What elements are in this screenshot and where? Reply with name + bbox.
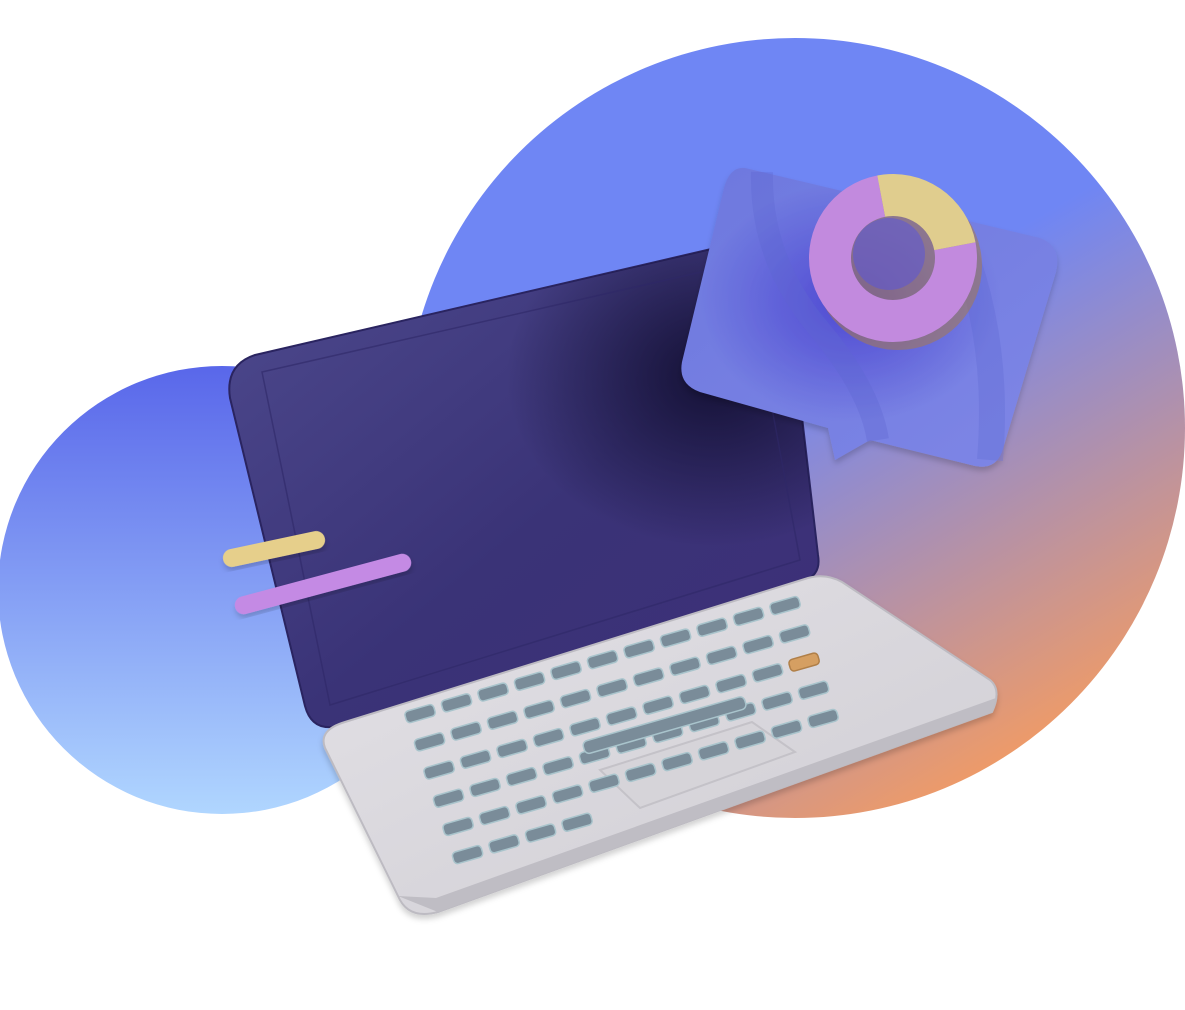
keyboard-key [440,693,473,713]
keyboard-key [524,823,557,843]
keyboard-key [505,766,538,787]
donut-slice [809,175,977,342]
keyboard-key [561,812,593,832]
keyboard-key [715,673,747,694]
spacebar-key [582,696,747,755]
keyboard-key [413,732,446,752]
keyboard-key [404,703,436,724]
keyboard-key [632,667,665,687]
keyboard-key [669,656,701,676]
keyboard-key [586,649,619,670]
keyboard-key [769,595,801,616]
keyboard-key [596,678,628,698]
keyboard-key [797,680,830,700]
keyboard-key [569,717,601,737]
keyboard-key [550,660,582,681]
keyboard-key [486,710,519,730]
keyboard-key [532,727,565,748]
keyboard-key [734,730,766,750]
keyboard-key [696,617,728,637]
purple-bar-icon [234,553,412,615]
keyboard-key [542,756,574,776]
keyboard-key [742,634,774,655]
keyboard-key [513,671,546,691]
donut-chart-icon [809,173,982,350]
keyboard-key [551,784,584,804]
keyboard-key [642,695,674,715]
keyboard-key [523,699,555,720]
keyboard-key [450,721,482,741]
accent-key [788,652,820,672]
keyboard-key [697,741,730,761]
keyboard-key [659,628,692,648]
keyboard-key [624,762,657,783]
keyboard-key [488,834,520,854]
keyboard-key [778,624,811,644]
keyboard-key [623,639,655,659]
keyboard-key [588,773,620,793]
keyboard-key [770,719,803,739]
keyboard-key [705,645,738,666]
keyboard-key [477,682,509,702]
keyboard-key [515,795,547,815]
keyboard-key [478,805,511,826]
keyboard-key [761,691,793,711]
keyboard-key [451,844,484,865]
yellow-bar-icon [222,531,326,567]
keyboard-key [496,738,528,759]
keyboard-key [807,708,839,729]
keyboard-key [751,663,784,683]
keyboard-key [678,684,711,705]
keyboard-key [732,606,765,627]
laptop-keyboard [404,595,839,865]
donut-slice [877,173,976,251]
keyboard-key [605,706,638,726]
donut-hole [853,218,925,290]
keyboard-key [559,688,592,709]
laptop-icon [228,238,998,915]
keyboard-key [432,788,465,808]
keyboard-key [423,760,455,780]
keyboard-key [469,777,501,798]
keyboard-key [661,751,693,772]
keyboard-key [459,749,492,769]
keyboard-key [442,816,474,837]
